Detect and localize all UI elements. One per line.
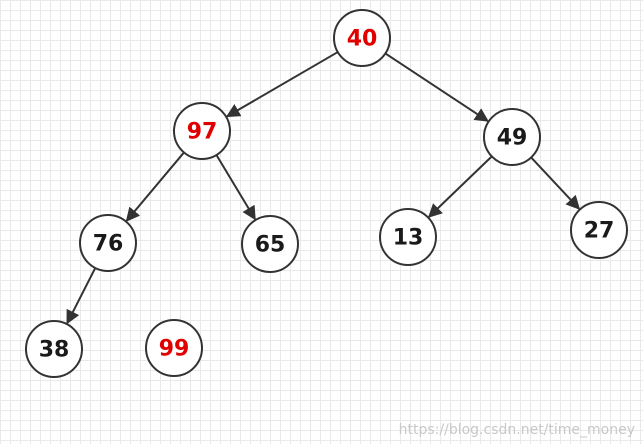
node-label: 65 — [255, 233, 286, 258]
edge-n49-n27 — [530, 156, 581, 210]
node-circle — [79, 214, 137, 272]
tree-node-97: 97 — [173, 102, 231, 160]
node-circle — [25, 320, 83, 378]
tree-node-99: 99 — [145, 319, 203, 377]
edge-n97-n65 — [215, 154, 256, 221]
edge-n76-n38 — [66, 267, 97, 325]
node-label: 49 — [497, 126, 528, 151]
tree-node-76: 76 — [79, 214, 137, 272]
node-circle — [483, 108, 541, 166]
edge-n40-n97 — [225, 51, 339, 118]
node-circle — [570, 201, 628, 259]
node-circle — [145, 319, 203, 377]
tree-node-13: 13 — [379, 208, 437, 266]
tree-node-65: 65 — [241, 215, 299, 273]
node-circle — [241, 215, 299, 273]
nodes-layer: 40 97 49 76 65 13 27 38 99 — [25, 9, 628, 378]
node-label: 40 — [347, 27, 378, 52]
tree-node-27: 27 — [570, 201, 628, 259]
edge-n97-n76 — [125, 151, 185, 222]
watermark: https://blog.csdn.net/time_money — [398, 422, 635, 438]
node-label: 76 — [93, 232, 124, 257]
edges-layer — [66, 51, 581, 325]
node-circle — [379, 208, 437, 266]
node-circle — [173, 102, 231, 160]
node-label: 38 — [39, 338, 70, 363]
node-label: 27 — [584, 219, 615, 244]
edge-n40-n49 — [384, 52, 489, 122]
edge-n49-n13 — [427, 155, 493, 218]
tree-node-38: 38 — [25, 320, 83, 378]
node-label: 13 — [393, 226, 424, 251]
node-label: 97 — [187, 120, 218, 145]
tree-node-49: 49 — [483, 108, 541, 166]
node-circle — [333, 9, 391, 67]
node-label: 99 — [159, 337, 190, 362]
tree-node-40: 40 — [333, 9, 391, 67]
